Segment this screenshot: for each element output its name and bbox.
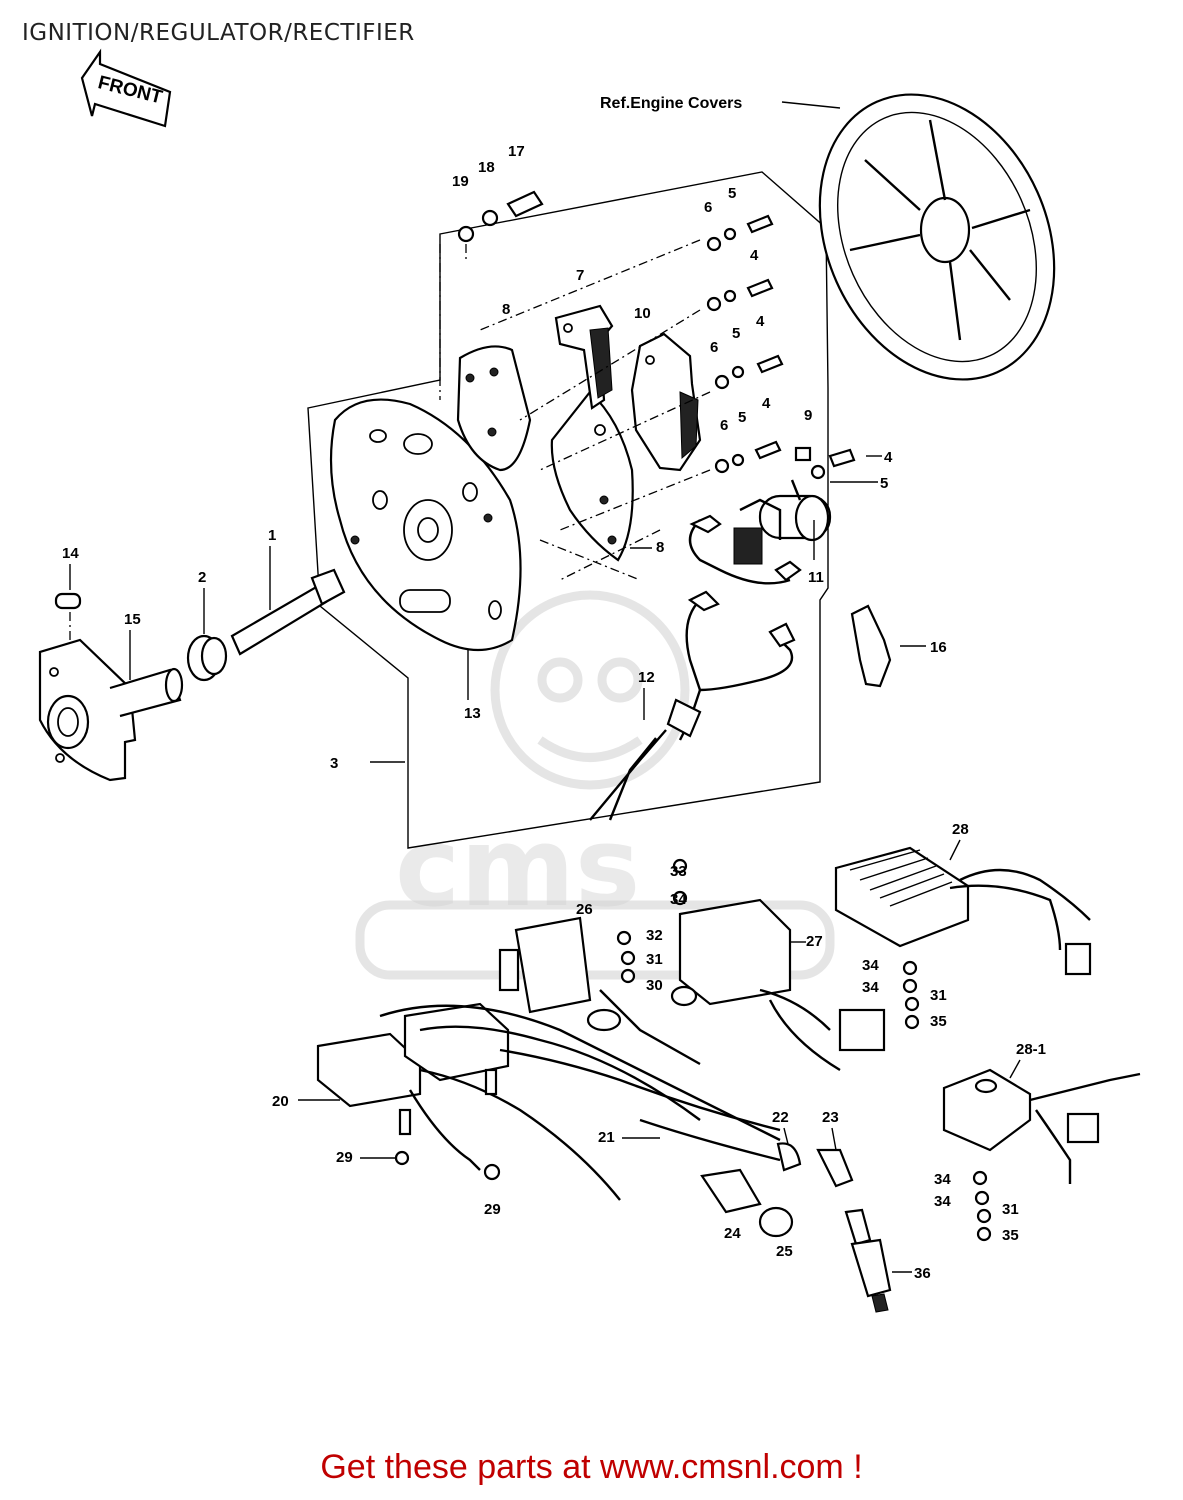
- callout: 35: [1002, 1227, 1019, 1244]
- contact-breaker-10: [630, 332, 702, 472]
- callout: 24: [724, 1225, 741, 1242]
- callout: 6: [720, 417, 728, 434]
- callout: 31: [1002, 1201, 1019, 1218]
- callout: 34: [934, 1171, 951, 1188]
- ignition-coils-20: [316, 1002, 781, 1201]
- callout: 11: [808, 569, 824, 586]
- callout: 29: [484, 1201, 501, 1218]
- callout: 6: [710, 339, 718, 356]
- small-hardware: [394, 190, 992, 1242]
- callout: 31: [646, 951, 663, 968]
- callout: 5: [738, 409, 746, 426]
- callout: 34: [934, 1193, 951, 1210]
- callout: 18: [478, 159, 495, 176]
- callout: 28: [952, 821, 969, 838]
- engine-cover: [781, 93, 1056, 381]
- regulator-28: [834, 846, 1092, 976]
- breaker-plate-8: [456, 345, 532, 472]
- callout: 32: [646, 927, 663, 944]
- callout: 4: [750, 247, 759, 264]
- callout: 36: [914, 1265, 931, 1282]
- watermark-logo: cms: [355, 590, 835, 980]
- callout: 3: [330, 755, 338, 772]
- bushing-2: [186, 634, 228, 682]
- leads-21: [379, 1004, 781, 1162]
- shaft-15: [38, 638, 184, 782]
- callout: 9: [804, 407, 812, 424]
- callout: 2: [198, 569, 206, 586]
- callout: 12: [638, 669, 655, 686]
- callout: 31: [930, 987, 947, 1004]
- callout: 5: [880, 475, 888, 492]
- callout: 16: [930, 639, 947, 656]
- callout: 21: [598, 1129, 615, 1146]
- callout: 17: [508, 143, 525, 160]
- callout: 23: [822, 1109, 839, 1126]
- callout: 33: [670, 863, 687, 880]
- callout: 34: [862, 957, 879, 974]
- pin-14: [54, 592, 82, 610]
- callout: 1: [268, 527, 276, 544]
- promo-footer-link[interactable]: Get these parts at www.cmsnl.com !: [320, 1448, 863, 1486]
- breaker-plate-8b: [550, 390, 634, 562]
- callout: 34: [862, 979, 879, 996]
- spark-plug-36: [844, 1208, 892, 1313]
- exploded-parts-diagram: cms FRONT: [38, 48, 1141, 1313]
- callout: 5: [728, 185, 736, 202]
- callout: 8: [656, 539, 664, 556]
- callout: 10: [634, 305, 651, 322]
- callout: 4: [884, 449, 893, 466]
- callout: 19: [452, 173, 469, 190]
- ref-engine-covers-label: Ref.Engine Covers: [600, 95, 742, 112]
- callout: 34: [670, 891, 687, 908]
- unit-26: [498, 916, 701, 1066]
- rectifier-28-1: [942, 1068, 1141, 1184]
- callout: 15: [124, 611, 141, 628]
- callout: 14: [62, 545, 79, 562]
- clamp-16: [850, 604, 892, 688]
- callout: 22: [772, 1109, 789, 1126]
- callout: 27: [806, 933, 823, 950]
- callout: 5: [732, 325, 740, 342]
- front-arrow-icon: FRONT: [80, 48, 172, 128]
- callout: 7: [576, 267, 584, 284]
- callout: 26: [576, 901, 593, 918]
- wire-harness-12: [589, 590, 796, 821]
- callout: 25: [776, 1243, 793, 1260]
- bolt-1: [230, 568, 346, 656]
- callout: 20: [272, 1093, 289, 1110]
- condenser-11: [688, 479, 832, 585]
- plug-caps: [700, 1142, 854, 1238]
- callout: 6: [704, 199, 712, 216]
- svg-text:cms: cms: [395, 803, 640, 931]
- base-plate: [329, 398, 522, 651]
- callout: 4: [756, 313, 765, 330]
- callout: 13: [464, 705, 481, 722]
- callout: 28-1: [1016, 1041, 1046, 1058]
- callout-labels: 1 2 3 4 4 4 4 5 5 5 5 6 6 6 7 8 8 9 10 1…: [62, 95, 1046, 1282]
- callout: 4: [762, 395, 771, 412]
- callout: 29: [336, 1149, 353, 1166]
- leader-lines: [69, 455, 1021, 1273]
- callout: 30: [646, 977, 663, 994]
- callout: 8: [502, 301, 510, 318]
- page-title: IGNITION/REGULATOR/RECTIFIER: [22, 20, 415, 46]
- alignment-lines: [439, 239, 711, 581]
- contact-breaker-7: [554, 304, 614, 410]
- callout: 35: [930, 1013, 947, 1030]
- unit-27: [670, 898, 886, 1072]
